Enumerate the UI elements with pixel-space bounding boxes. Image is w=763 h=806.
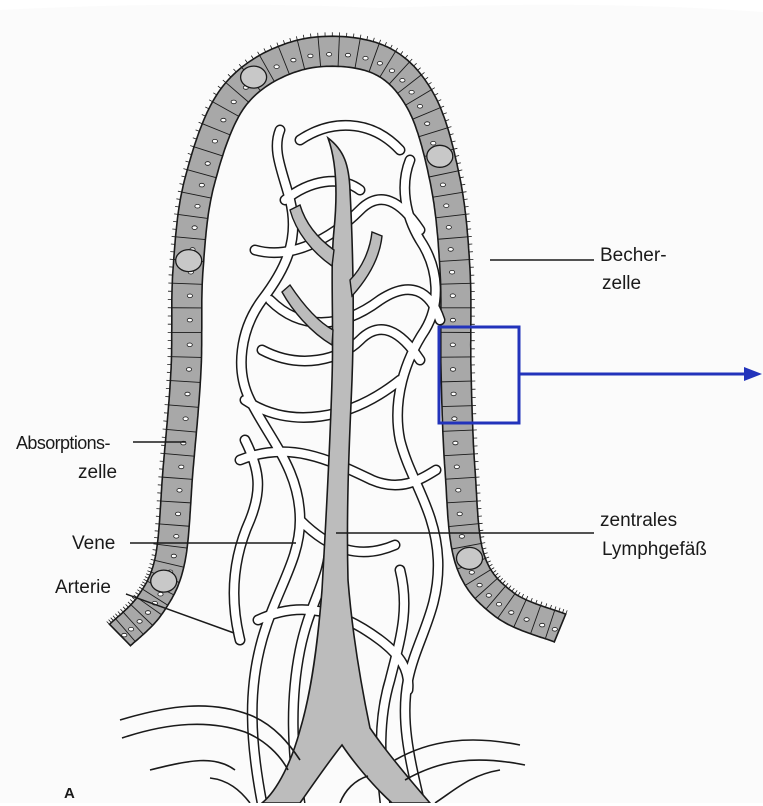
cell-nucleus bbox=[452, 417, 457, 421]
cell-nucleus bbox=[231, 100, 236, 104]
cell-nucleus bbox=[450, 318, 455, 322]
goblet-cell bbox=[151, 570, 177, 592]
cell-nucleus bbox=[457, 512, 462, 516]
cell-nucleus bbox=[409, 90, 414, 94]
cell-nucleus bbox=[187, 318, 192, 322]
arterie-label: Arterie bbox=[55, 576, 111, 600]
cell-nucleus bbox=[431, 141, 436, 145]
cell-nucleus bbox=[450, 270, 455, 274]
cell-nucleus bbox=[176, 512, 181, 516]
cell-nucleus bbox=[129, 627, 134, 631]
cell-nucleus bbox=[291, 58, 296, 62]
background-shade bbox=[0, 4, 763, 803]
goblet-cell bbox=[427, 145, 453, 167]
cell-nucleus bbox=[186, 368, 191, 372]
cell-nucleus bbox=[221, 118, 226, 122]
cell-nucleus bbox=[187, 343, 192, 347]
cell-nucleus bbox=[451, 392, 456, 396]
cell-nucleus bbox=[486, 594, 491, 598]
cell-nucleus bbox=[145, 611, 150, 615]
cell-nucleus bbox=[174, 535, 179, 539]
cell-nucleus bbox=[509, 611, 514, 615]
cell-nucleus bbox=[185, 392, 190, 396]
cell-nucleus bbox=[192, 226, 197, 230]
cell-nucleus bbox=[440, 183, 445, 187]
lymph-label-line1: zentrales bbox=[600, 509, 677, 533]
cell-nucleus bbox=[454, 465, 459, 469]
cell-nucleus bbox=[456, 488, 461, 492]
cell-nucleus bbox=[137, 620, 142, 624]
becher-label-line2: zelle bbox=[602, 272, 641, 296]
cell-nucleus bbox=[377, 62, 382, 66]
cell-nucleus bbox=[459, 535, 464, 539]
cell-nucleus bbox=[327, 53, 332, 57]
cell-nucleus bbox=[177, 489, 182, 493]
cell-nucleus bbox=[450, 343, 455, 347]
goblet-cell bbox=[457, 547, 483, 569]
cell-nucleus bbox=[524, 618, 529, 622]
vene-label: Vene bbox=[72, 532, 115, 556]
cell-nucleus bbox=[205, 162, 210, 166]
lymph-label-line2: Lymphgefäß bbox=[602, 538, 707, 562]
cell-nucleus bbox=[122, 633, 127, 637]
cell-nucleus bbox=[195, 204, 200, 208]
cell-nucleus bbox=[425, 122, 430, 126]
cell-nucleus bbox=[183, 417, 188, 421]
absorption-label-line1: Absorptions- bbox=[16, 431, 110, 455]
cell-nucleus bbox=[453, 441, 458, 445]
cell-nucleus bbox=[400, 79, 405, 83]
cell-nucleus bbox=[446, 226, 451, 230]
cell-nucleus bbox=[540, 623, 545, 627]
cell-nucleus bbox=[417, 105, 422, 109]
cell-nucleus bbox=[496, 602, 501, 606]
goblet-cell bbox=[176, 250, 202, 272]
cell-nucleus bbox=[552, 628, 557, 632]
absorption-label-line2: zelle bbox=[78, 461, 117, 485]
cell-nucleus bbox=[308, 54, 313, 58]
cell-nucleus bbox=[477, 583, 482, 587]
cell-nucleus bbox=[448, 248, 453, 252]
cell-nucleus bbox=[212, 139, 217, 143]
cell-nucleus bbox=[469, 571, 474, 575]
cell-nucleus bbox=[179, 465, 184, 469]
cell-nucleus bbox=[389, 69, 394, 73]
cell-nucleus bbox=[450, 368, 455, 372]
figure-letter: A bbox=[64, 782, 75, 806]
goblet-cell bbox=[241, 66, 267, 88]
cell-nucleus bbox=[158, 592, 163, 596]
cell-nucleus bbox=[199, 183, 204, 187]
cell-nucleus bbox=[274, 65, 279, 69]
cell-nucleus bbox=[171, 554, 176, 558]
cell-nucleus bbox=[345, 53, 350, 57]
cell-nucleus bbox=[187, 294, 192, 298]
cell-nucleus bbox=[444, 204, 449, 208]
becher-label-line1: Becher- bbox=[600, 244, 667, 268]
cell-nucleus bbox=[450, 294, 455, 298]
cell-nucleus bbox=[363, 56, 368, 60]
